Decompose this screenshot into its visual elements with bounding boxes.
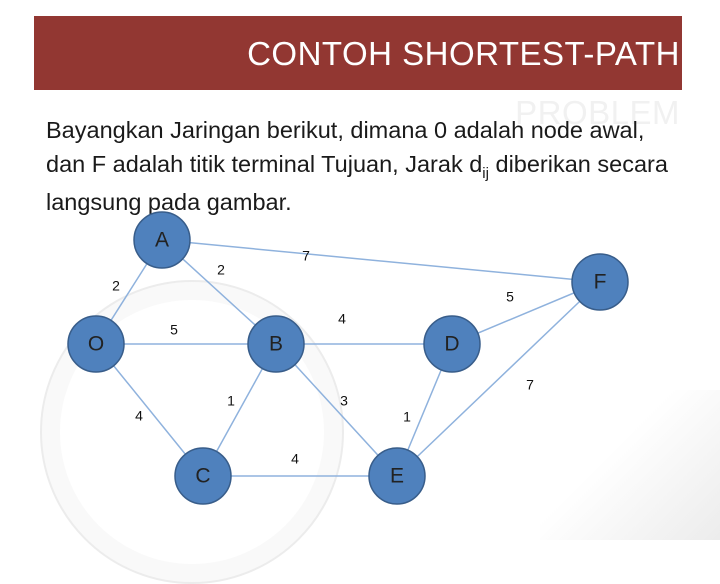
node-b: B — [247, 315, 305, 373]
node-circle-f — [571, 253, 629, 311]
edge-labels-layer: 2 2 7 5 4 4 1 3 5 4 1 7 — [112, 248, 534, 467]
node-e: E — [368, 447, 426, 505]
edge-weight-b-d: 4 — [338, 311, 346, 327]
edge-b-e — [275, 343, 398, 477]
node-c: C — [174, 447, 232, 505]
intro-text-part2: diberikan secara langsung pada gambar. — [46, 151, 668, 215]
node-circle-a — [133, 211, 191, 269]
edge-weight-a-f: 7 — [302, 248, 310, 264]
edge-weight-d-f: 5 — [506, 289, 514, 305]
slide-title-line1: CONTOH SHORTEST-PATH — [247, 35, 680, 72]
node-label-c: C — [195, 465, 210, 488]
slide-title-line2: PROBLEM — [515, 94, 680, 131]
node-circle-e — [368, 447, 426, 505]
edge-weight-o-a: 2 — [112, 278, 120, 294]
edge-weight-b-c: 1 — [227, 393, 235, 409]
edge-weight-o-b: 5 — [170, 322, 178, 338]
edge-weight-d-e: 1 — [403, 409, 411, 425]
slide-title: CONTOH SHORTEST-PATH PROBLEM — [140, 24, 680, 142]
node-f: F — [571, 253, 629, 311]
node-circle-d — [423, 315, 481, 373]
edge-weight-a-b: 2 — [217, 262, 225, 278]
node-label-a: A — [155, 229, 169, 252]
node-label-e: E — [390, 465, 404, 488]
node-circle-c — [174, 447, 232, 505]
edge-e-f — [396, 281, 601, 477]
edges-layer — [95, 239, 601, 477]
node-circle-b — [247, 315, 305, 373]
node-label-f: F — [594, 271, 607, 294]
background-corner-shade — [540, 390, 720, 540]
intro-subscript: ij — [482, 165, 489, 182]
node-a: A — [133, 211, 191, 269]
node-d: D — [423, 315, 481, 373]
edge-weight-o-c: 4 — [135, 408, 143, 424]
node-label-d: D — [444, 333, 459, 356]
edge-a-f — [161, 239, 601, 283]
network-diagram: 2 2 7 5 4 4 1 3 5 4 1 7 A O B C D E F — [67, 211, 629, 505]
edge-weight-e-f: 7 — [526, 377, 534, 393]
intro-text-part1: Bayangkan Jaringan berikut, dimana 0 ada… — [46, 117, 645, 177]
node-label-b: B — [269, 333, 283, 356]
node-label-o: O — [88, 333, 104, 356]
edge-weight-c-e: 4 — [291, 451, 299, 467]
nodes-layer: A O B C D E F — [67, 211, 629, 505]
node-circle-o — [67, 315, 125, 373]
intro-paragraph: Bayangkan Jaringan berikut, dimana 0 ada… — [46, 113, 686, 219]
title-bar — [34, 16, 682, 90]
node-o: O — [67, 315, 125, 373]
edge-weight-b-e: 3 — [340, 393, 348, 409]
